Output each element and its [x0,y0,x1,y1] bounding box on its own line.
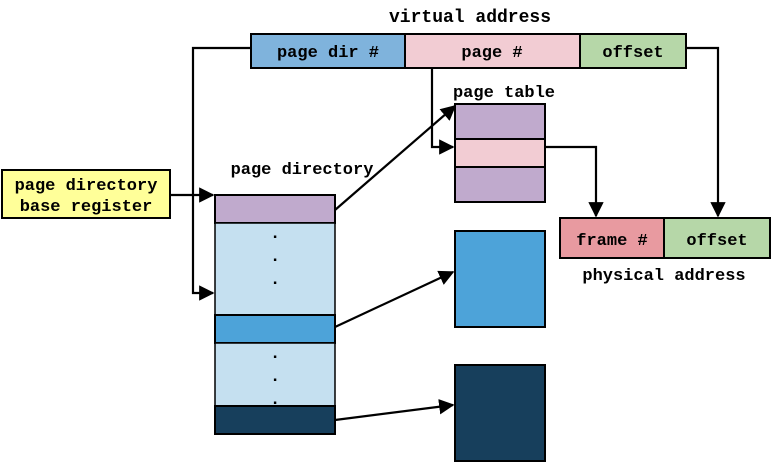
page-table-entry-bottom [454,166,546,203]
ellipsis-dot: . [270,391,280,410]
pa-frame-field [559,217,665,259]
physical-address-bar: frame # offset [559,217,771,259]
pa-offset-label: offset [686,232,747,251]
physical-address-title: physical address [582,267,745,286]
va-page-dir-label: page dir # [277,44,379,63]
virtual-address-bar: page dir # page # offset [250,33,687,69]
pa-frame-label: frame # [576,232,647,251]
page-table [454,103,546,203]
physical-page-dark [454,364,546,462]
arrow-pagedir-to-directory [191,46,251,301]
va-page-field [404,33,581,69]
base-register-line1: page directory [15,177,158,196]
base-register-box [1,169,171,219]
va-page-dir-field [250,33,406,69]
ellipsis-dot: . [270,368,280,387]
page-directory-entry-bottom [214,405,336,435]
page-table-entry-selected [454,138,546,168]
physical-page-light [454,230,546,328]
va-offset-label: offset [602,44,663,63]
arrow-directory-to-dark-page [334,399,455,422]
ellipsis-dot: . [270,225,280,244]
page-directory-title: page directory [231,161,374,180]
page-directory-entry-selected [214,314,336,344]
page-table-entry-top [454,103,546,140]
arrow-directory-to-light-page [334,270,455,328]
va-page-label: page # [461,44,522,63]
base-register-line2: base register [20,198,153,217]
arrow-page-to-table-entry [430,68,455,155]
arrow-table-to-frame [545,145,604,218]
arrow-offset-to-physical-offset [686,46,726,218]
ellipsis-dot: . [270,271,280,290]
page-directory: . . . . . . [214,194,336,435]
ellipsis-dot: . [270,345,280,364]
connectors [170,46,726,422]
page-directory-entry-top [214,194,336,224]
arrow-directory-to-page-table [334,104,457,211]
va-offset-field [579,33,687,69]
virtual-address-title: virtual address [389,8,551,28]
page-directory-base-register: page directory base register [1,169,171,219]
pa-offset-field [663,217,771,259]
page-directory-entries-upper [214,222,336,316]
ellipsis-dot: . [270,248,280,267]
page-table-title: page table [453,84,555,103]
